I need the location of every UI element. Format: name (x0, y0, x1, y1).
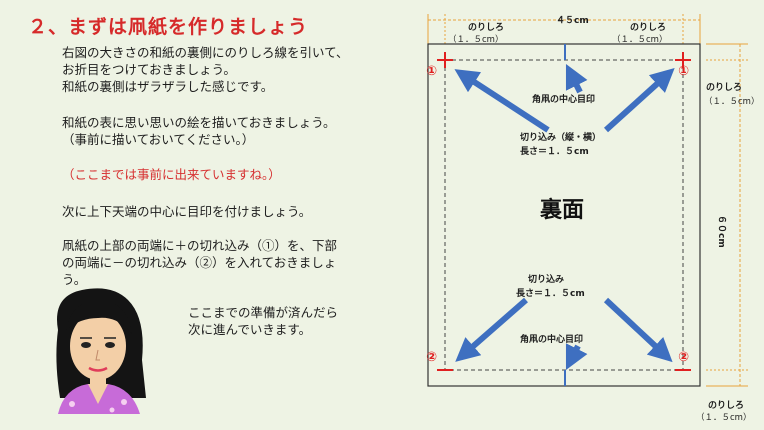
arrow-top-right (603, 67, 675, 133)
instruction-line-9: う。 (62, 272, 87, 287)
instruction-line-5: （事前に描いておいてください。） (62, 132, 255, 147)
instruction-line-1: 右図の大きさの和紙の裏側にのりしろ線を引いて、 (62, 45, 349, 60)
instruction-line-7: 凧紙の上部の両端に＋の切れ込み（①）を、下部 (62, 238, 338, 253)
arrow-bottom-right (603, 297, 673, 363)
instruction-note-red: （ここまでは事前に出来ていますね。） (62, 167, 281, 182)
margin-label-top-right: のりしろ (630, 23, 667, 33)
margin-label-top-left: のりしろ (468, 23, 505, 33)
margin-label-right: のりしろ (706, 83, 743, 93)
dimension-lines (427, 14, 748, 387)
arrow-bottom-center (565, 343, 588, 371)
width-label: ４５cm (556, 16, 589, 26)
instruction-line-2: お折目をつけておきましょう。 (62, 62, 236, 77)
height-label: ６０cm (716, 215, 726, 248)
next-step-note: ここまでの準備が済んだら 次に進んでいきます。 (188, 304, 338, 338)
arrow-top-center (565, 63, 588, 94)
center-mark-label-bottom: 角凧の中心目印 (520, 335, 584, 345)
instruction-line-8: の両端に－の切れ込み（②）を入れておきましょ (62, 255, 337, 270)
plus-cut-marks (437, 52, 691, 68)
back-side-label: 裏面 (540, 198, 585, 223)
arrows (454, 63, 675, 371)
center-mark-label-top: 角凧の中心目印 (532, 95, 596, 105)
mark-1-left: ① (426, 64, 438, 79)
instruction-line-4: 和紙の表に思い思いの絵を描いておきましょう。 (62, 115, 336, 130)
arrow-bottom-left (455, 297, 528, 362)
instruction-line-6: 次に上下天端の中心に目印を付けましょう。 (62, 204, 312, 219)
next-step-line-1: ここまでの準備が済んだら (188, 305, 339, 320)
cut-top-label: 切り込み（縦・横） (520, 133, 602, 143)
margin-label-bottom: のりしろ (708, 401, 745, 411)
margin-value-top-right: （１．５cm） (612, 35, 668, 45)
cut-bottom-label: 切り込み (528, 275, 565, 285)
arrow-top-left (454, 69, 550, 133)
mark-1-right: ① (678, 64, 690, 79)
mark-2-right: ② (678, 350, 690, 365)
margin-value-right: （１．５cm） (704, 97, 760, 107)
mark-2-left: ② (426, 350, 438, 365)
instruction-line-3: 和紙の裏側はザラザラした感じです。 (62, 79, 274, 94)
slide-title: ２、まずは凧紙を作りましょう (28, 16, 309, 38)
avatar-illustration (56, 288, 146, 414)
cut-top-length: 長さ＝１．５cm (520, 147, 589, 157)
cut-bottom-length: 長さ＝１．５cm (516, 289, 585, 299)
next-step-line-2: 次に進んでいきます。 (188, 322, 312, 337)
margin-value-top-left: （１．５cm） (448, 35, 504, 45)
margin-value-bottom: （１．５cm） (696, 413, 752, 423)
